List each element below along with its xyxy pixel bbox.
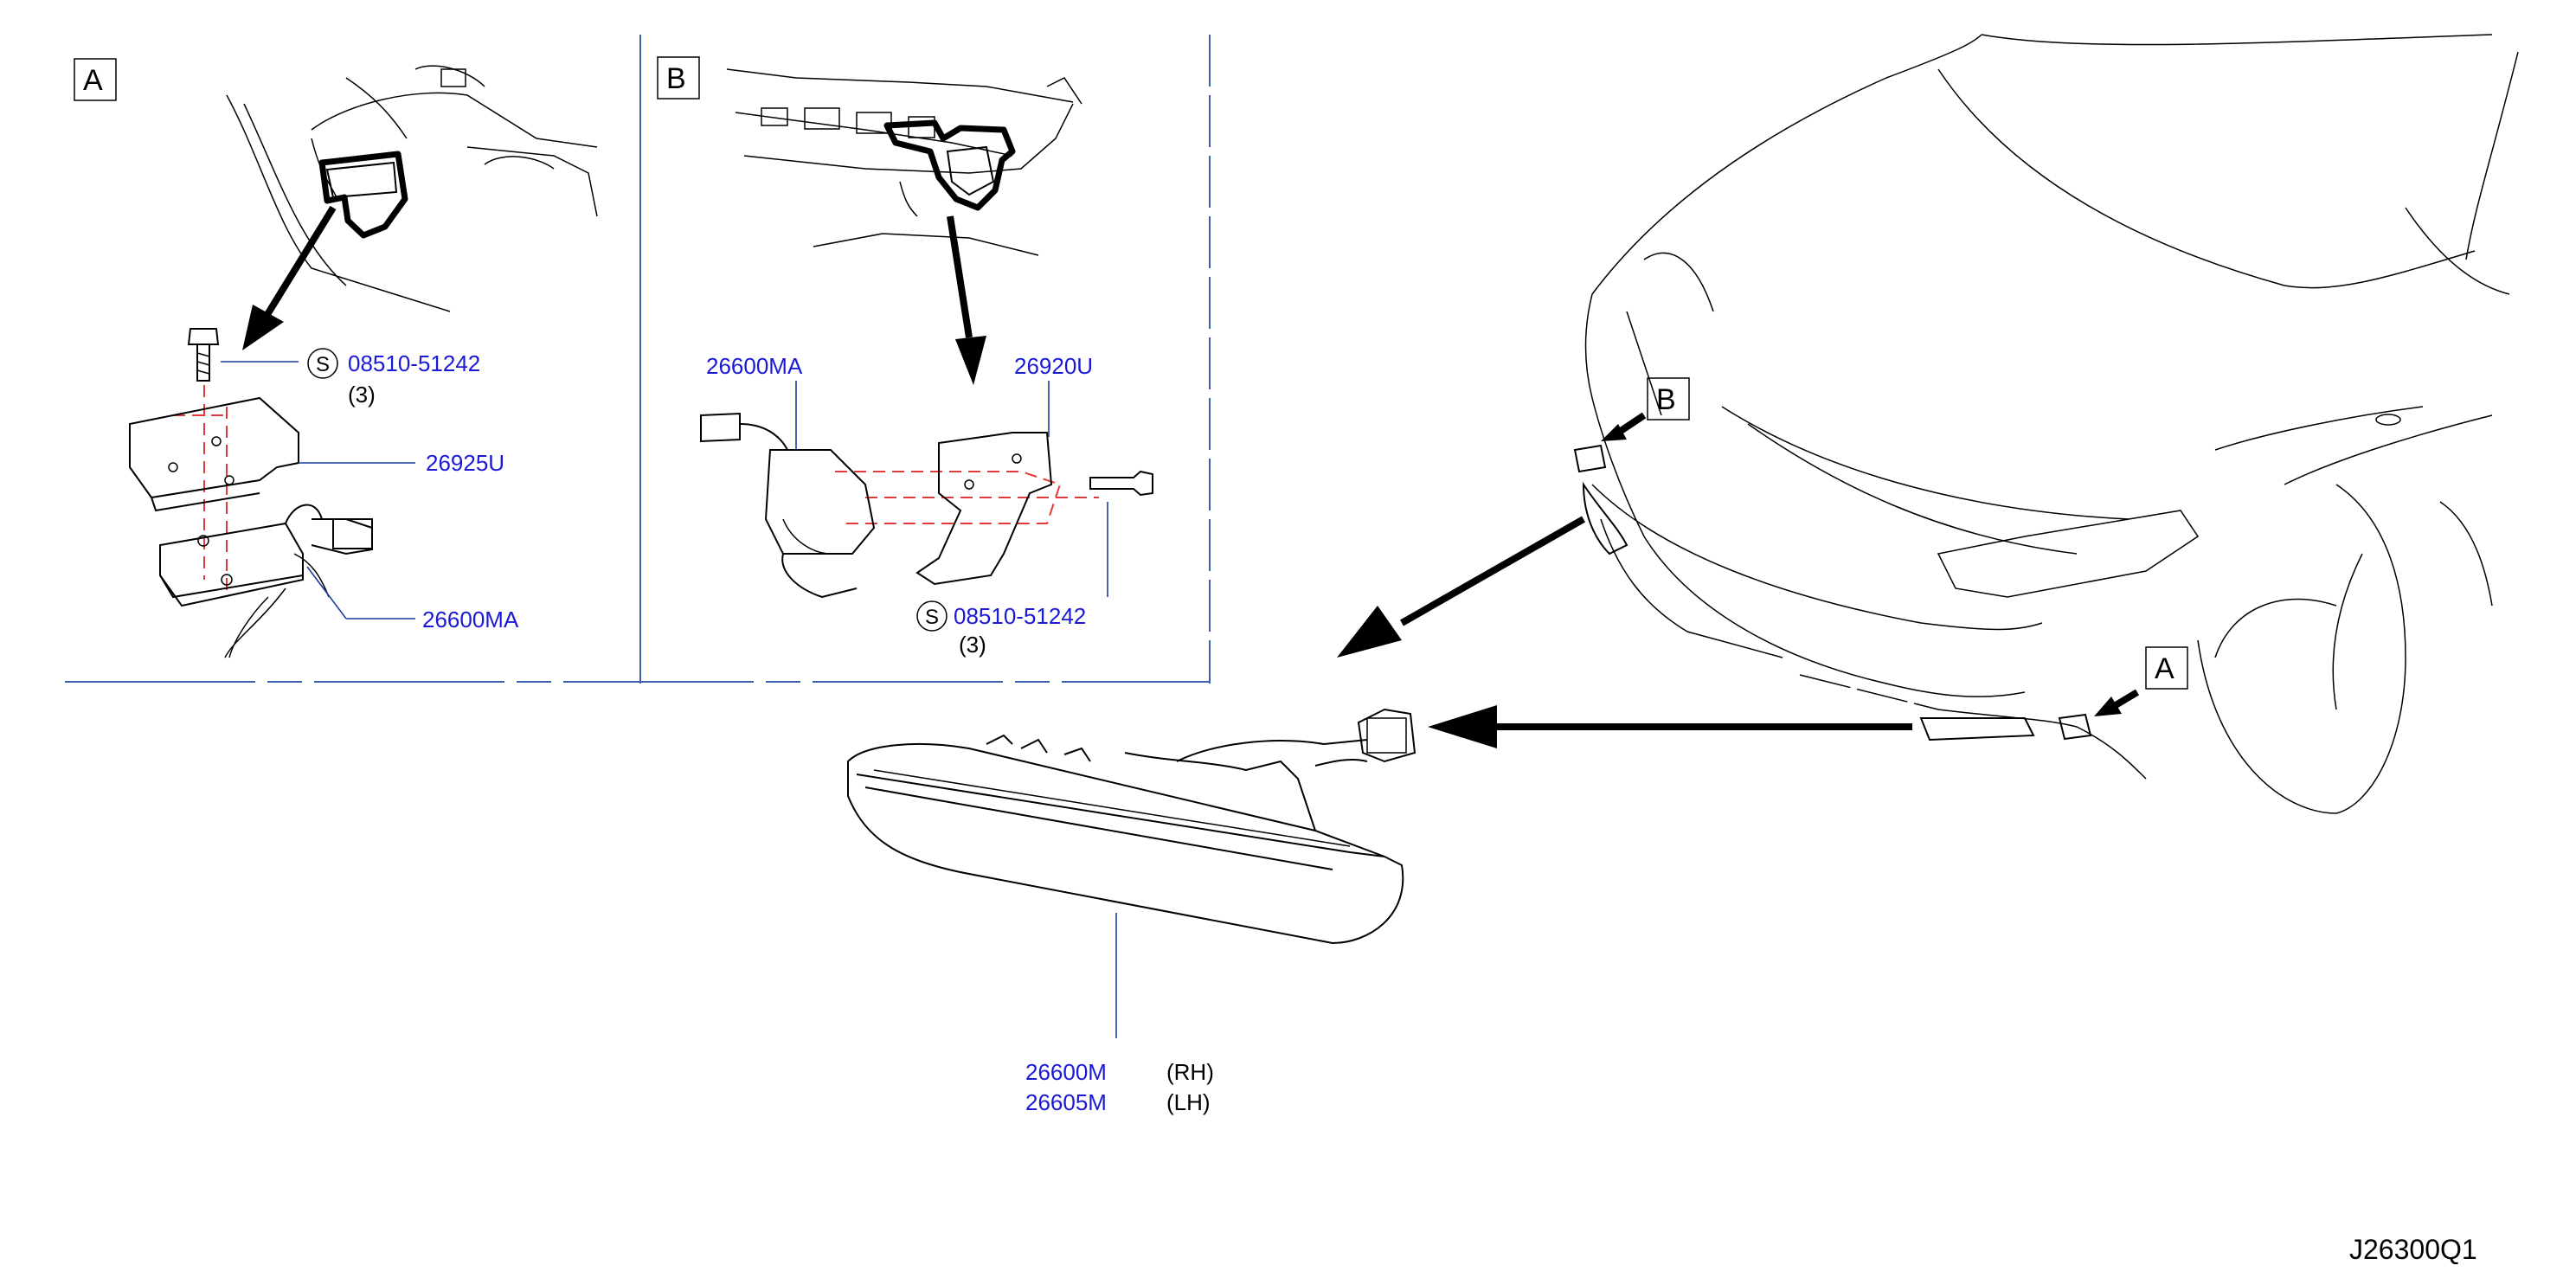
part-lamp-lh: 26605M (LH) bbox=[1025, 1089, 1211, 1115]
svg-text:(LH): (LH) bbox=[1166, 1089, 1211, 1115]
part-lamp-rh: 26600M (RH) bbox=[1025, 1059, 1214, 1085]
part-bolt-a: S 08510-51242 (3) bbox=[307, 348, 480, 408]
callout-a-on-car: A bbox=[2155, 652, 2175, 685]
svg-text:(3): (3) bbox=[959, 632, 986, 658]
svg-text:08510-51242: 08510-51242 bbox=[954, 603, 1086, 629]
svg-text:08510-51242: 08510-51242 bbox=[348, 350, 480, 376]
callout-b-on-car: B bbox=[1656, 383, 1676, 416]
svg-text:(3): (3) bbox=[348, 382, 376, 408]
svg-text:(RH): (RH) bbox=[1166, 1059, 1214, 1085]
svg-text:26600M: 26600M bbox=[1025, 1059, 1107, 1085]
svg-text:S: S bbox=[316, 353, 330, 376]
view-b-marker: B bbox=[657, 56, 700, 100]
svg-text:A: A bbox=[83, 64, 103, 97]
panel-borders bbox=[65, 35, 1211, 684]
svg-text:S: S bbox=[925, 606, 939, 629]
part-bracket-a: 26925U bbox=[426, 450, 504, 476]
diagram-code: J26300Q1 bbox=[2349, 1234, 2477, 1265]
part-bolt-b: S 08510-51242 (3) bbox=[916, 600, 1086, 658]
part-module-a: 26600MA bbox=[422, 607, 519, 632]
svg-text:B: B bbox=[666, 62, 686, 95]
vehicle-front-view: B A bbox=[1337, 34, 2519, 814]
part-module-b: 26600MA bbox=[706, 353, 803, 379]
svg-text:26605M: 26605M bbox=[1025, 1089, 1107, 1115]
view-b-illustration bbox=[700, 68, 1153, 599]
view-a-marker: A bbox=[74, 58, 117, 101]
part-bracket-b: 26920U bbox=[1014, 353, 1093, 379]
fog-lamp-assembly bbox=[847, 708, 1416, 1038]
view-a-illustration bbox=[129, 65, 598, 658]
